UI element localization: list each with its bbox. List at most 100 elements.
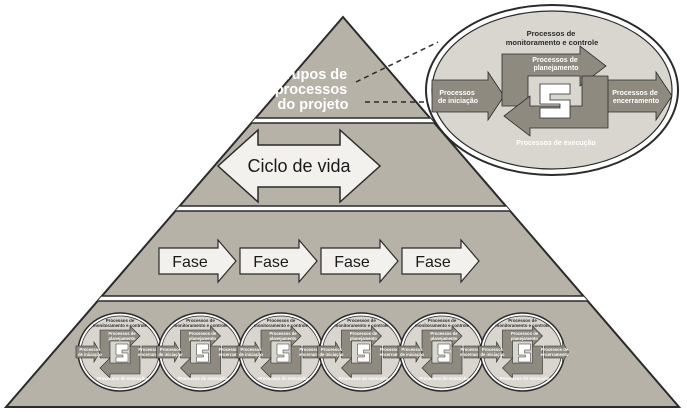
initiation-arrow xyxy=(431,70,505,122)
mini-initiation-arrow xyxy=(397,340,423,364)
mini-initiation-label-line1: Processos xyxy=(240,347,262,352)
mini-closing-label-line2: encerramento xyxy=(138,352,166,357)
mini-monitoring-label-line2: monitoramento e controle xyxy=(173,323,228,328)
mini-initiation-label-line2: de iniciação xyxy=(239,352,263,357)
mini-execution-label: Processos de execução xyxy=(500,376,550,381)
mini-s-shape xyxy=(357,343,370,363)
mini-execution-label: Processos de execução xyxy=(339,376,389,381)
mini-execution-arrow xyxy=(502,345,543,379)
mini-planning-label-line2: planejamento xyxy=(350,336,377,341)
pyramid-top-label: Grupos de processos do projeto xyxy=(275,67,352,113)
mini-planning-label-line1: Processos de xyxy=(430,331,458,336)
mini-planning-label-line2: planejamento xyxy=(189,336,216,341)
mini-planning-arrow xyxy=(99,325,141,359)
mini-monitoring-label-line2: monitoramento e controle xyxy=(415,323,470,328)
pyramid xyxy=(3,15,682,408)
mini-monitoring-label-line2: monitoramento e controle xyxy=(334,323,389,328)
inner-s-shape xyxy=(539,83,571,119)
phase-arrow-2: Fase xyxy=(239,238,318,284)
mini-s-shape xyxy=(437,343,451,363)
mini-planning-arrow xyxy=(260,325,302,359)
mini-closing-label-line2: encerramento xyxy=(541,352,569,357)
mini-s-shape xyxy=(196,343,209,363)
mini-execution-label: Processos de execução xyxy=(258,376,308,381)
mini-planning-arrow xyxy=(341,325,382,359)
mini-monitoring-label-line1: Processos de xyxy=(428,318,457,323)
mini-planning-arrow xyxy=(180,325,221,359)
mini-monitoring-label-line2: monitoramento e controle xyxy=(93,323,148,328)
mini-initiation-label-line1: Processos xyxy=(321,347,343,352)
phase-label-3: Fase xyxy=(334,254,370,271)
mini-s-shape xyxy=(518,343,531,363)
callout-closing-label: Processos de encerramento xyxy=(612,90,659,105)
phase-arrow-3: Fase xyxy=(320,238,399,284)
process-group-callout: Processos de monitoramento e controle Pr… xyxy=(425,4,679,176)
mini-execution-arrow xyxy=(421,345,463,379)
mini-planning-label-line1: Processos de xyxy=(511,331,539,336)
mini-planning-label-line2: planejamento xyxy=(431,336,458,341)
mini-planning-label-line1: Processos de xyxy=(108,331,136,336)
mini-closing-arrow xyxy=(544,340,569,364)
mini-initiation-label-line2: de iniciação xyxy=(159,352,183,357)
phase-arrow-1: Fase xyxy=(158,238,237,284)
mini-execution-label: Processos de execução xyxy=(178,376,228,381)
mini-initiation-label-line2: de iniciação xyxy=(400,352,424,357)
mini-initiation-arrow xyxy=(478,340,503,364)
mini-monitoring-label-line1: Processos de xyxy=(347,318,376,323)
mini-closing-label-line1: Processos de xyxy=(380,347,408,352)
mini-planning-label-line2: planejamento xyxy=(270,336,297,341)
mini-closing-label-line1: Processos de xyxy=(299,347,327,352)
mini-initiation-arrow xyxy=(156,340,181,364)
phase-arrow-4: Fase xyxy=(401,238,480,284)
mini-initiation-label-line2: de iniciação xyxy=(481,352,505,357)
mini-execution-label: Processos de execução xyxy=(419,376,469,381)
mini-planning-arrow xyxy=(502,325,543,359)
mini-closing-label-line2: encerramento xyxy=(299,352,327,357)
mini-planning-label-line1: Processos de xyxy=(350,331,378,336)
phase-label-2: Fase xyxy=(253,254,289,271)
mini-monitoring-label-line1: Processos de xyxy=(106,318,135,323)
phase-arrows: Fase Fase Fase Fase xyxy=(158,238,480,284)
callout-initiation-label: Processos de iniciação xyxy=(438,90,478,105)
lifecycle-arrow: Ciclo de vida xyxy=(216,128,382,204)
phase-label-4: Fase xyxy=(415,254,451,271)
mini-planning-arrow xyxy=(421,325,463,359)
closing-arrow xyxy=(599,70,673,122)
mini-closing-label-line1: Processos de xyxy=(541,347,569,352)
mini-planning-label-line1: Processos de xyxy=(189,331,217,336)
mini-monitoring-label-line1: Processos de xyxy=(186,318,215,323)
callout-connector-top xyxy=(355,41,439,83)
mini-monitoring-label-line1: Processos de xyxy=(508,318,537,323)
mini-initiation-label-line1: Processos xyxy=(482,347,504,352)
mini-initiation-arrow xyxy=(75,340,101,364)
mini-initiation-label-line1: Processos xyxy=(160,347,182,352)
mini-execution-arrow xyxy=(180,345,221,379)
lifecycle-label: Ciclo de vida xyxy=(247,156,351,176)
mini-closing-label-line1: Processos de xyxy=(138,347,166,352)
mini-closing-label-line1: Processos de xyxy=(460,347,488,352)
mini-monitoring-label-line1: Processos de xyxy=(267,318,296,323)
planning-cycle-arrow xyxy=(501,45,607,107)
mini-initiation-label-line2: de iniciação xyxy=(78,352,102,357)
mini-s-shape xyxy=(115,343,129,363)
mini-execution-arrow xyxy=(99,345,141,379)
mini-planning-label-line2: planejamento xyxy=(109,336,136,341)
mini-monitoring-label-line2: monitoramento e controle xyxy=(254,323,309,328)
mini-initiation-label-line2: de iniciação xyxy=(320,352,344,357)
mini-closing-label-line1: Processos de xyxy=(219,347,247,352)
mini-initiation-arrow xyxy=(236,340,262,364)
mini-initiation-label-line1: Processos xyxy=(401,347,423,352)
mini-initiation-arrow xyxy=(317,340,342,364)
mini-execution-label: Processos de execução xyxy=(97,376,147,381)
mini-closing-label-line2: encerramento xyxy=(460,352,488,357)
mini-execution-arrow xyxy=(341,345,382,379)
phase-label-1: Fase xyxy=(172,254,208,271)
mini-s-shape xyxy=(276,343,290,363)
